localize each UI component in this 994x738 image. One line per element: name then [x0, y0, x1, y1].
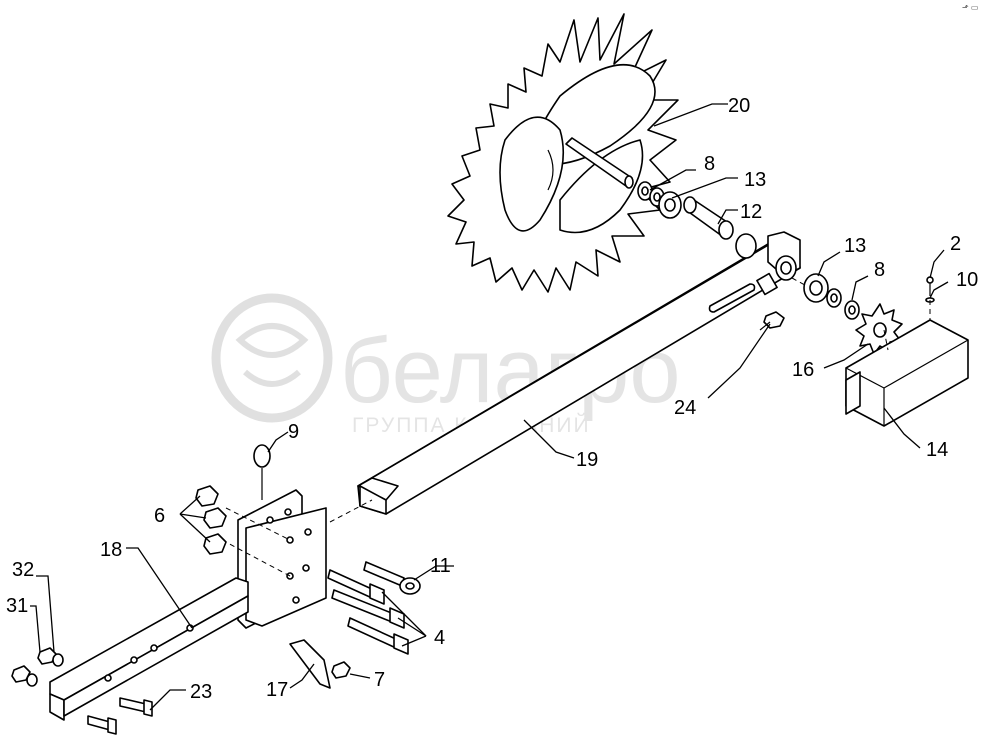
- nut-single: [331, 661, 351, 679]
- callout-12: 12: [740, 201, 762, 223]
- corner-mark: ⬏ ▭: [962, 3, 978, 12]
- watermark-logo-icon: [211, 293, 333, 423]
- callout-17: 17: [266, 679, 288, 701]
- mounting-bracket: [221, 489, 327, 629]
- sprocket-wheel: [447, 13, 679, 293]
- small-gear: [855, 303, 903, 355]
- main-beam: [329, 231, 841, 523]
- callout-16: 16: [792, 359, 814, 381]
- hitch-pin: [363, 561, 421, 595]
- callout-7: 7: [374, 669, 385, 691]
- callout-10: 10: [956, 269, 978, 291]
- callout-19: 19: [576, 449, 598, 471]
- ring-pin: [253, 444, 271, 500]
- callout-18: 18: [100, 539, 122, 561]
- bearing-lower: [803, 273, 829, 303]
- callout-2: 2: [950, 233, 961, 255]
- nut-set: [195, 485, 227, 555]
- shaft: [565, 137, 634, 189]
- callout-4: 4: [434, 627, 445, 649]
- gear-housing: [845, 300, 969, 427]
- callout-23: 23: [190, 681, 212, 703]
- bearing-upper: [658, 191, 682, 219]
- callout-14: 14: [926, 439, 948, 461]
- long-bolts: [327, 569, 409, 655]
- callout-6: 6: [154, 505, 165, 527]
- callout-20: 20: [728, 95, 750, 117]
- washer-set-lower: [826, 288, 860, 320]
- clip: [289, 639, 331, 689]
- callout-32: 32: [12, 559, 34, 581]
- pin: [925, 276, 935, 303]
- callout-24: 24: [674, 397, 696, 419]
- callout-31: 31: [6, 595, 28, 617]
- nut-washer-left: [11, 647, 64, 687]
- adjust-bolt: [759, 311, 785, 331]
- frame-bar: [49, 577, 249, 721]
- callout-13-upper: 13: [744, 169, 766, 191]
- callout-labels: 20 8 13 12 13 8 2 10 16 24 14 19 9 6 18 …: [6, 95, 978, 703]
- callout-13-lower: 13: [844, 235, 866, 257]
- callout-8-upper: 8: [704, 153, 715, 175]
- callout-8-lower: 8: [874, 259, 885, 281]
- leader-lines: [30, 103, 949, 711]
- bolt-pair: [87, 697, 153, 735]
- bushing: [683, 196, 734, 240]
- callout-9: 9: [288, 421, 299, 443]
- callout-11: 11: [430, 555, 451, 577]
